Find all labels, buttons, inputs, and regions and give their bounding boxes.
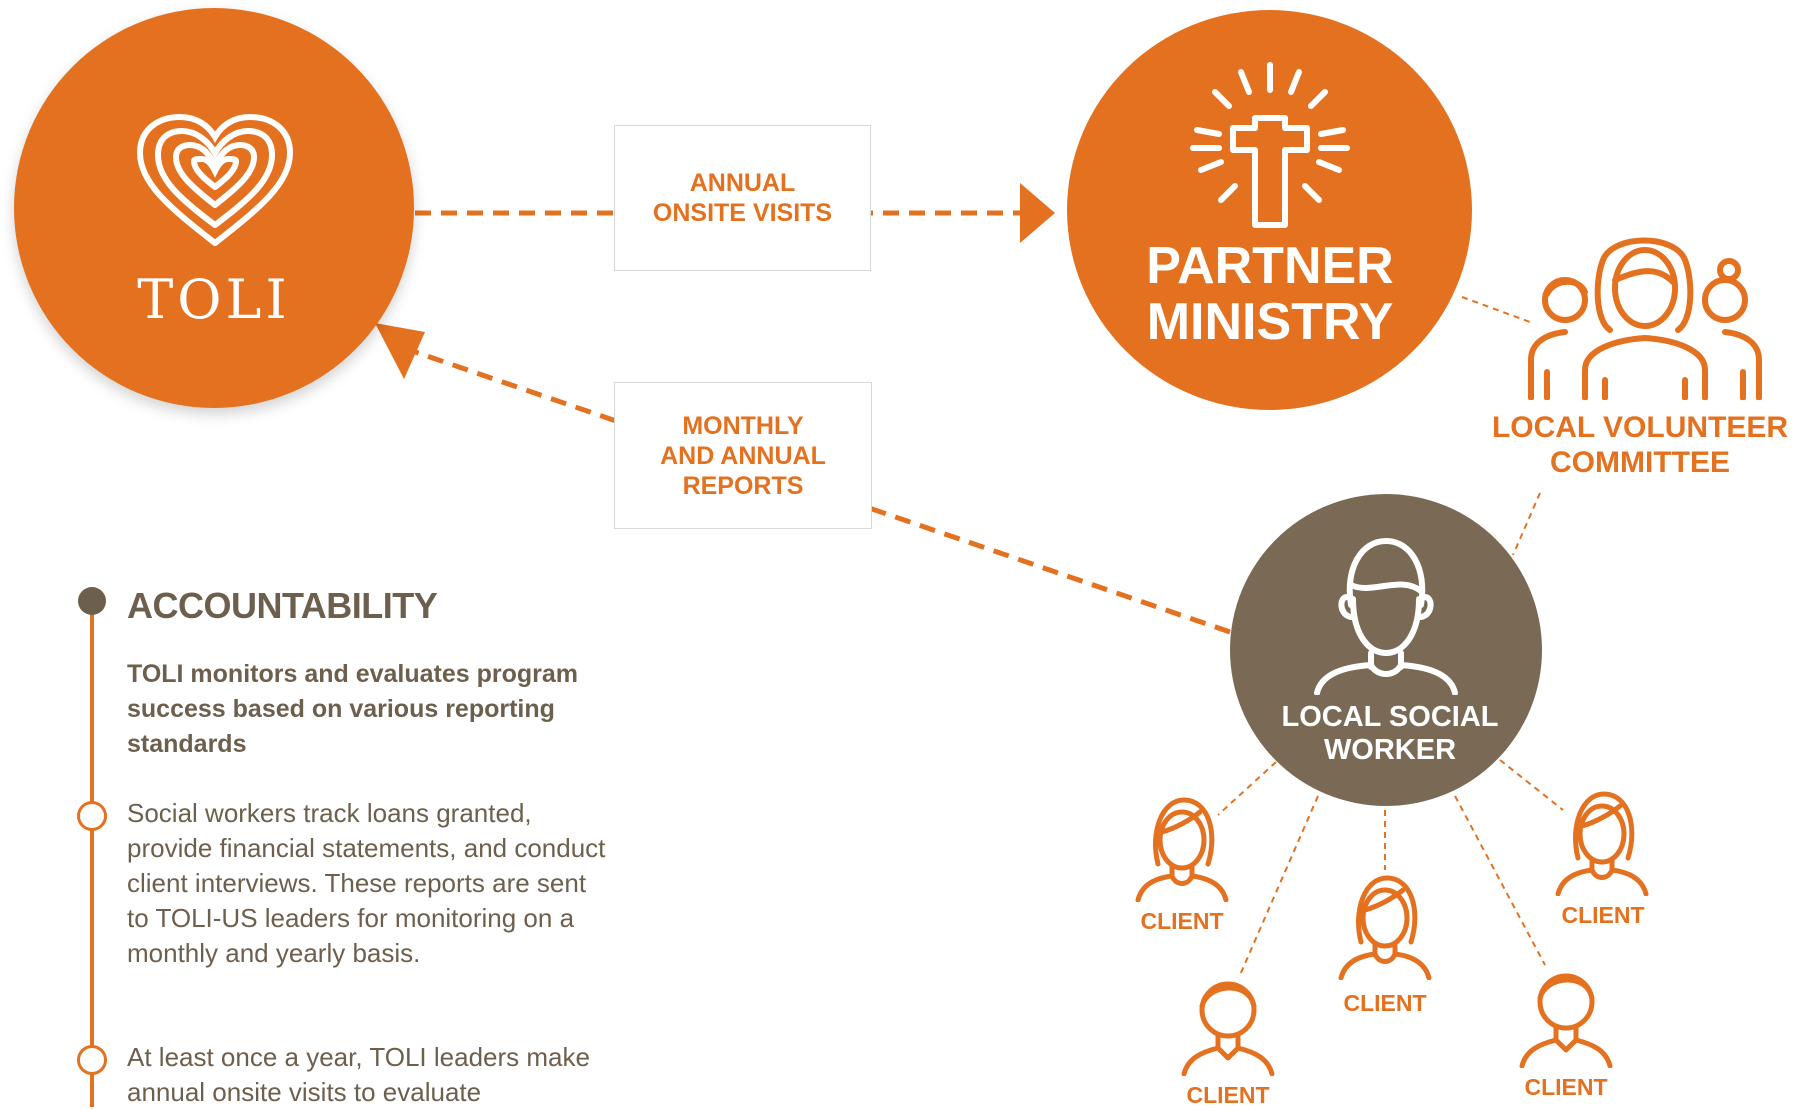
person-icon: [1314, 538, 1458, 695]
fingerprint-heart-icon: [136, 113, 294, 246]
timeline-dot: [78, 587, 106, 615]
visits-edge-label: ANNUAL ONSITE VISITS: [614, 125, 871, 271]
reports-edge-line: [394, 342, 1231, 635]
client-label-1: CLIENT: [1140, 908, 1224, 934]
worker-client-edge-5: [1499, 759, 1564, 811]
worker-client-edge-4: [1454, 795, 1546, 966]
toli-label: TOLI: [137, 268, 291, 331]
client-icon: [1181, 981, 1275, 1076]
accountability-subtitle: TOLI monitors and evaluates program succ…: [127, 660, 579, 758]
toli-node: [14, 8, 414, 408]
worker-client-edge-2: [1239, 795, 1319, 976]
visits-arrowhead: [1020, 183, 1055, 243]
reports-edge-label: MONTHLY AND ANNUAL REPORTS: [614, 382, 872, 529]
committee-worker-edge: [1512, 492, 1541, 556]
worker-client-edge-1: [1217, 761, 1277, 816]
client-icon: [1519, 973, 1613, 1068]
partner-committee-edge: [1461, 296, 1531, 323]
partner-ministry-label: PARTNER MINISTRY: [1146, 237, 1394, 351]
timeline-marker-1: [77, 801, 107, 831]
client-label-3: CLIENT: [1561, 902, 1645, 928]
timeline-marker-2: [77, 1045, 107, 1075]
accountability-title: ACCOUNTABILITY: [127, 585, 438, 626]
group-icon: [1528, 237, 1762, 400]
accountability-paragraph-1: Social workers track loans granted, prov…: [127, 798, 606, 968]
client-label-2: CLIENT: [1343, 990, 1427, 1016]
client-label-4: CLIENT: [1186, 1082, 1270, 1108]
social-worker-label: LOCAL SOCIAL WORKER: [1281, 701, 1499, 766]
accountability-paragraph-2: At least once a year, TOLI leaders make …: [127, 1042, 590, 1107]
client-icon: [1135, 797, 1229, 902]
client-icon: [1555, 791, 1649, 896]
committee-label: LOCAL VOLUNTEER COMMITTEE: [1491, 411, 1789, 479]
reports-arrowhead: [375, 323, 425, 379]
client-icon: [1338, 875, 1432, 980]
cross-icon: [1190, 62, 1350, 228]
client-label-5: CLIENT: [1524, 1074, 1608, 1100]
